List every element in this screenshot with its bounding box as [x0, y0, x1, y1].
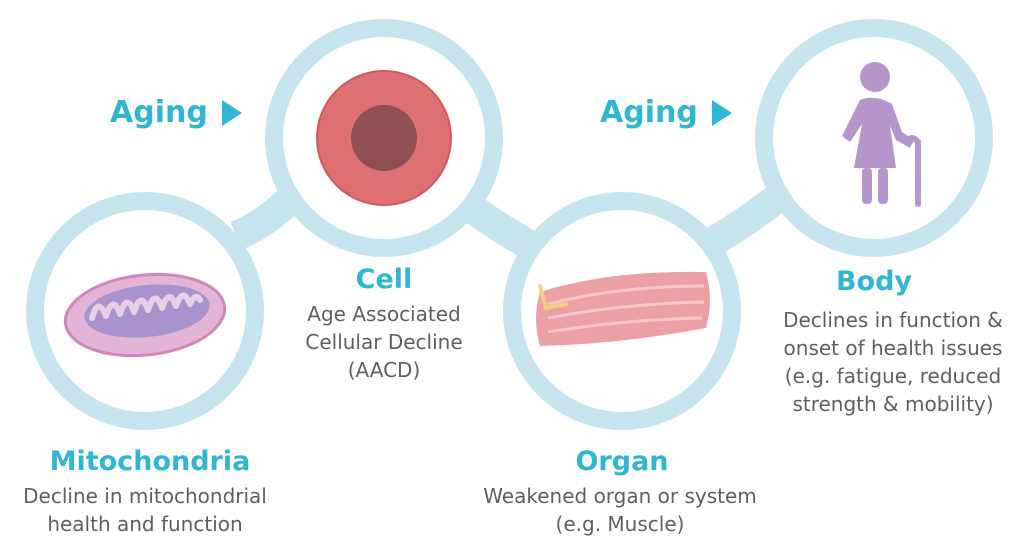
muscle-icon: [536, 271, 710, 346]
aging-label-2: Aging: [600, 95, 698, 130]
aging-arrow-2: Aging: [600, 95, 732, 130]
stage-description-mitochondria: Decline in mitochondrial health and func…: [23, 484, 267, 536]
stage-title-mitochondria: Mitochondria: [49, 446, 251, 477]
play-triangle-icon: [711, 99, 732, 126]
connector-mito-cell: [230, 186, 303, 250]
stage-rings: [26, 19, 993, 430]
connector-organ-body: [700, 182, 792, 258]
mitochondria-icon: [63, 272, 227, 358]
stage-title-body: Body: [835, 266, 913, 297]
aging-arrow-1: Aging: [110, 95, 242, 130]
stage-description-organ: Weakened organ or system (e.g. Muscle): [483, 484, 757, 536]
stage-description-body: Declines in function & onset of health i…: [783, 308, 1003, 416]
play-triangle-icon: [221, 99, 242, 126]
stage-description-cell: Age Associated Cellular Decline (AACD): [305, 302, 463, 382]
stage-title-organ: Organ: [575, 446, 669, 477]
stage-title-cell: Cell: [355, 264, 413, 295]
elderly-person-icon: [842, 62, 921, 207]
aging-label-1: Aging: [110, 95, 208, 130]
cell-icon: [316, 70, 452, 206]
